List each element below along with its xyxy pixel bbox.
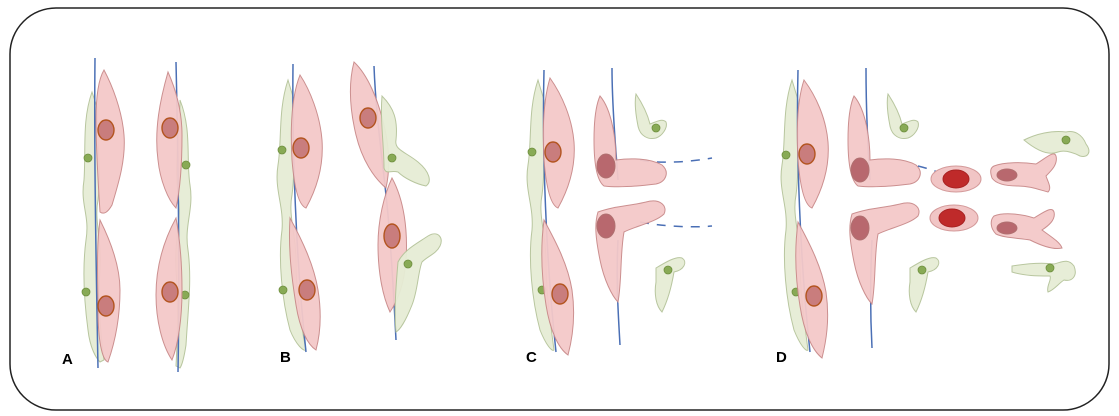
axon-cell-nucleus — [900, 124, 908, 132]
panel-label-d: D — [776, 349, 787, 366]
axon-cell-nucleus — [404, 260, 412, 268]
schwann-nucleus — [851, 216, 869, 240]
schwann-nucleus — [384, 224, 400, 248]
schwann-nucleus — [806, 286, 822, 306]
schwann-nucleus — [997, 169, 1017, 181]
axon-cell-nucleus — [782, 151, 790, 159]
axon-cell-nucleus — [652, 124, 660, 132]
schwann-nucleus — [299, 280, 315, 300]
axon-cell-nucleus — [1062, 136, 1070, 144]
schwann-nucleus — [851, 158, 869, 182]
panel-label-b: B — [280, 349, 291, 366]
schwann-nucleus — [597, 214, 615, 238]
axon-cell-nucleus — [528, 148, 536, 156]
axon-cell-nucleus — [279, 286, 287, 294]
axon-cell-nucleus — [84, 154, 92, 162]
schwann-nucleus — [162, 282, 178, 302]
schwann-nucleus — [98, 296, 114, 316]
myelin-ovoid-core — [943, 170, 969, 188]
myelin-ovoid-core — [939, 209, 965, 227]
panel-label-c: C — [526, 349, 537, 366]
schwann-nucleus — [162, 118, 178, 138]
axon-cell-nucleus — [1046, 264, 1054, 272]
axon-cell-nucleus — [278, 146, 286, 154]
schwann-nucleus — [293, 138, 309, 158]
schwann-nucleus — [360, 108, 376, 128]
schwann-nucleus — [597, 154, 615, 178]
schwann-nucleus — [552, 284, 568, 304]
schwann-nucleus — [799, 144, 815, 164]
axon-cell-nucleus — [182, 161, 190, 169]
schwann-nucleus — [997, 222, 1017, 234]
axon-cell-nucleus — [82, 288, 90, 296]
schwann-nucleus — [98, 120, 114, 140]
axon-cell-nucleus — [918, 266, 926, 274]
schwann-nucleus — [545, 142, 561, 162]
panel-label-a: A — [62, 351, 73, 368]
axon-cell-nucleus — [388, 154, 396, 162]
axon-cell-nucleus — [664, 266, 672, 274]
